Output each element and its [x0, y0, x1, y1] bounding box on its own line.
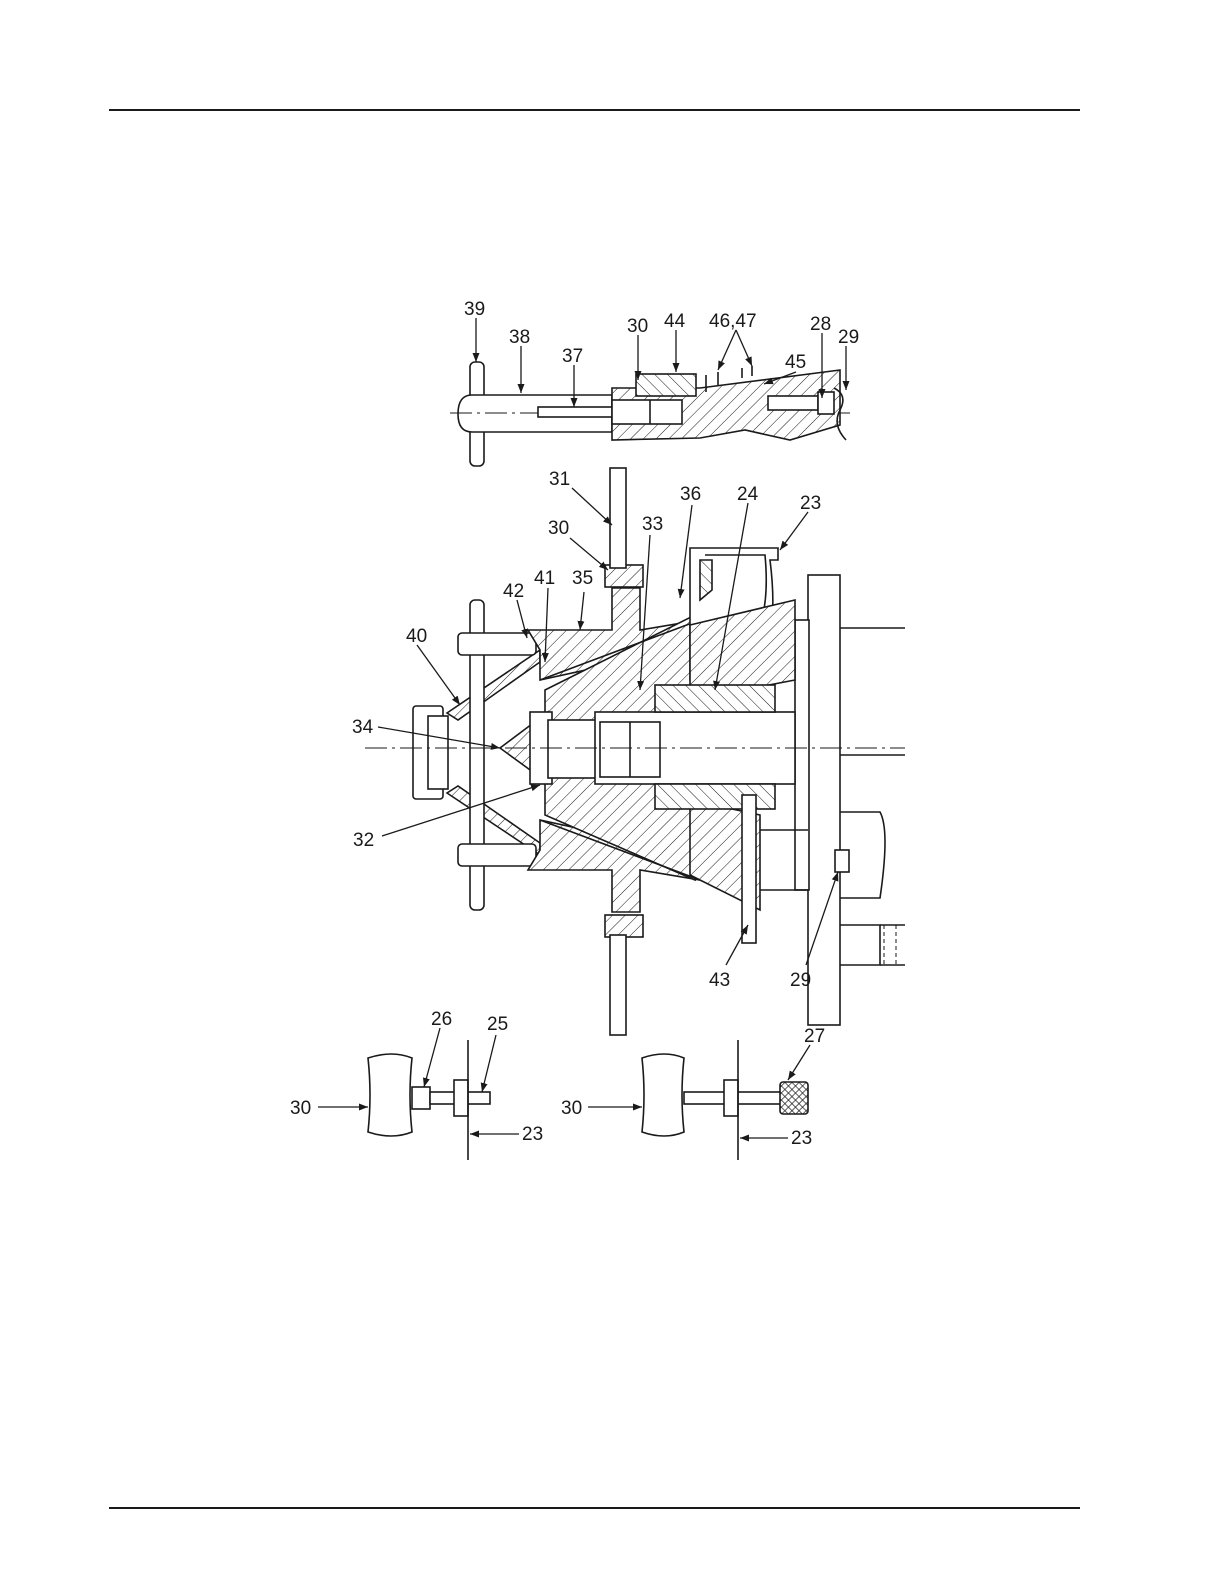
- callout-34: 34: [352, 717, 374, 738]
- cap-screw: [768, 396, 818, 410]
- callout-33: 33: [642, 514, 663, 535]
- callout-45: 45: [785, 352, 806, 373]
- bolt-head: [818, 392, 834, 414]
- top-detail-puller: [450, 362, 850, 466]
- casing-block-right: [642, 1054, 684, 1136]
- callout-32: 32: [353, 830, 374, 851]
- callout-23-main: 23: [800, 493, 821, 514]
- callout-31: 31: [549, 469, 570, 490]
- suction-flange: [428, 716, 448, 789]
- motor-flange-step: [795, 620, 809, 890]
- callout-26: 26: [431, 1009, 452, 1030]
- callout-39: 39: [464, 299, 485, 320]
- callout-30-main: 30: [548, 518, 569, 539]
- jack-bolt-upper: [610, 468, 626, 568]
- callout-35: 35: [572, 568, 593, 589]
- callout-23-right: 23: [791, 1128, 812, 1149]
- callout-37: 37: [562, 346, 583, 367]
- stud-left: [412, 1087, 430, 1109]
- callout-38: 38: [509, 327, 530, 348]
- mechanical-seal-lower: [655, 784, 775, 809]
- callout-46-47: 46,47: [709, 311, 757, 332]
- callout-42: 42: [503, 581, 524, 602]
- detail-left: [368, 1040, 490, 1160]
- callout-24: 24: [737, 484, 759, 505]
- callout-23-left: 23: [522, 1124, 543, 1145]
- callout-44: 44: [664, 311, 686, 332]
- callout-30-right: 30: [561, 1098, 582, 1119]
- gauge-plate: [742, 795, 756, 943]
- jack-bolt-lower: [610, 935, 626, 1035]
- callout-29-top: 29: [838, 327, 859, 348]
- callout-36: 36: [680, 484, 701, 505]
- knurled-nut: [780, 1082, 808, 1114]
- collar: [612, 400, 682, 424]
- callout-41: 41: [534, 568, 555, 589]
- motor-flange: [808, 575, 840, 1025]
- callout-28: 28: [810, 314, 831, 335]
- callout-30-top: 30: [627, 316, 648, 337]
- callout-27: 27: [804, 1026, 825, 1047]
- callout-43: 43: [709, 970, 730, 991]
- adapter-ring: [636, 374, 696, 396]
- casing-block-left: [368, 1054, 412, 1136]
- tie-bar-upper: [458, 633, 536, 655]
- main-assembly-section: [365, 468, 905, 1035]
- casing-stud-lower: [605, 915, 643, 937]
- callout-29-main: 29: [790, 970, 811, 991]
- nut-right: [724, 1080, 738, 1116]
- detail-right: [642, 1040, 808, 1160]
- nut-left: [454, 1080, 468, 1116]
- tie-bar-lower: [458, 844, 536, 866]
- callout-25: 25: [487, 1014, 508, 1035]
- suction-cone-upper: [447, 650, 540, 720]
- hub-bore: [548, 720, 596, 778]
- callout-40: 40: [406, 626, 427, 647]
- callout-30-left: 30: [290, 1098, 311, 1119]
- hex-bolt-lower: [835, 850, 849, 872]
